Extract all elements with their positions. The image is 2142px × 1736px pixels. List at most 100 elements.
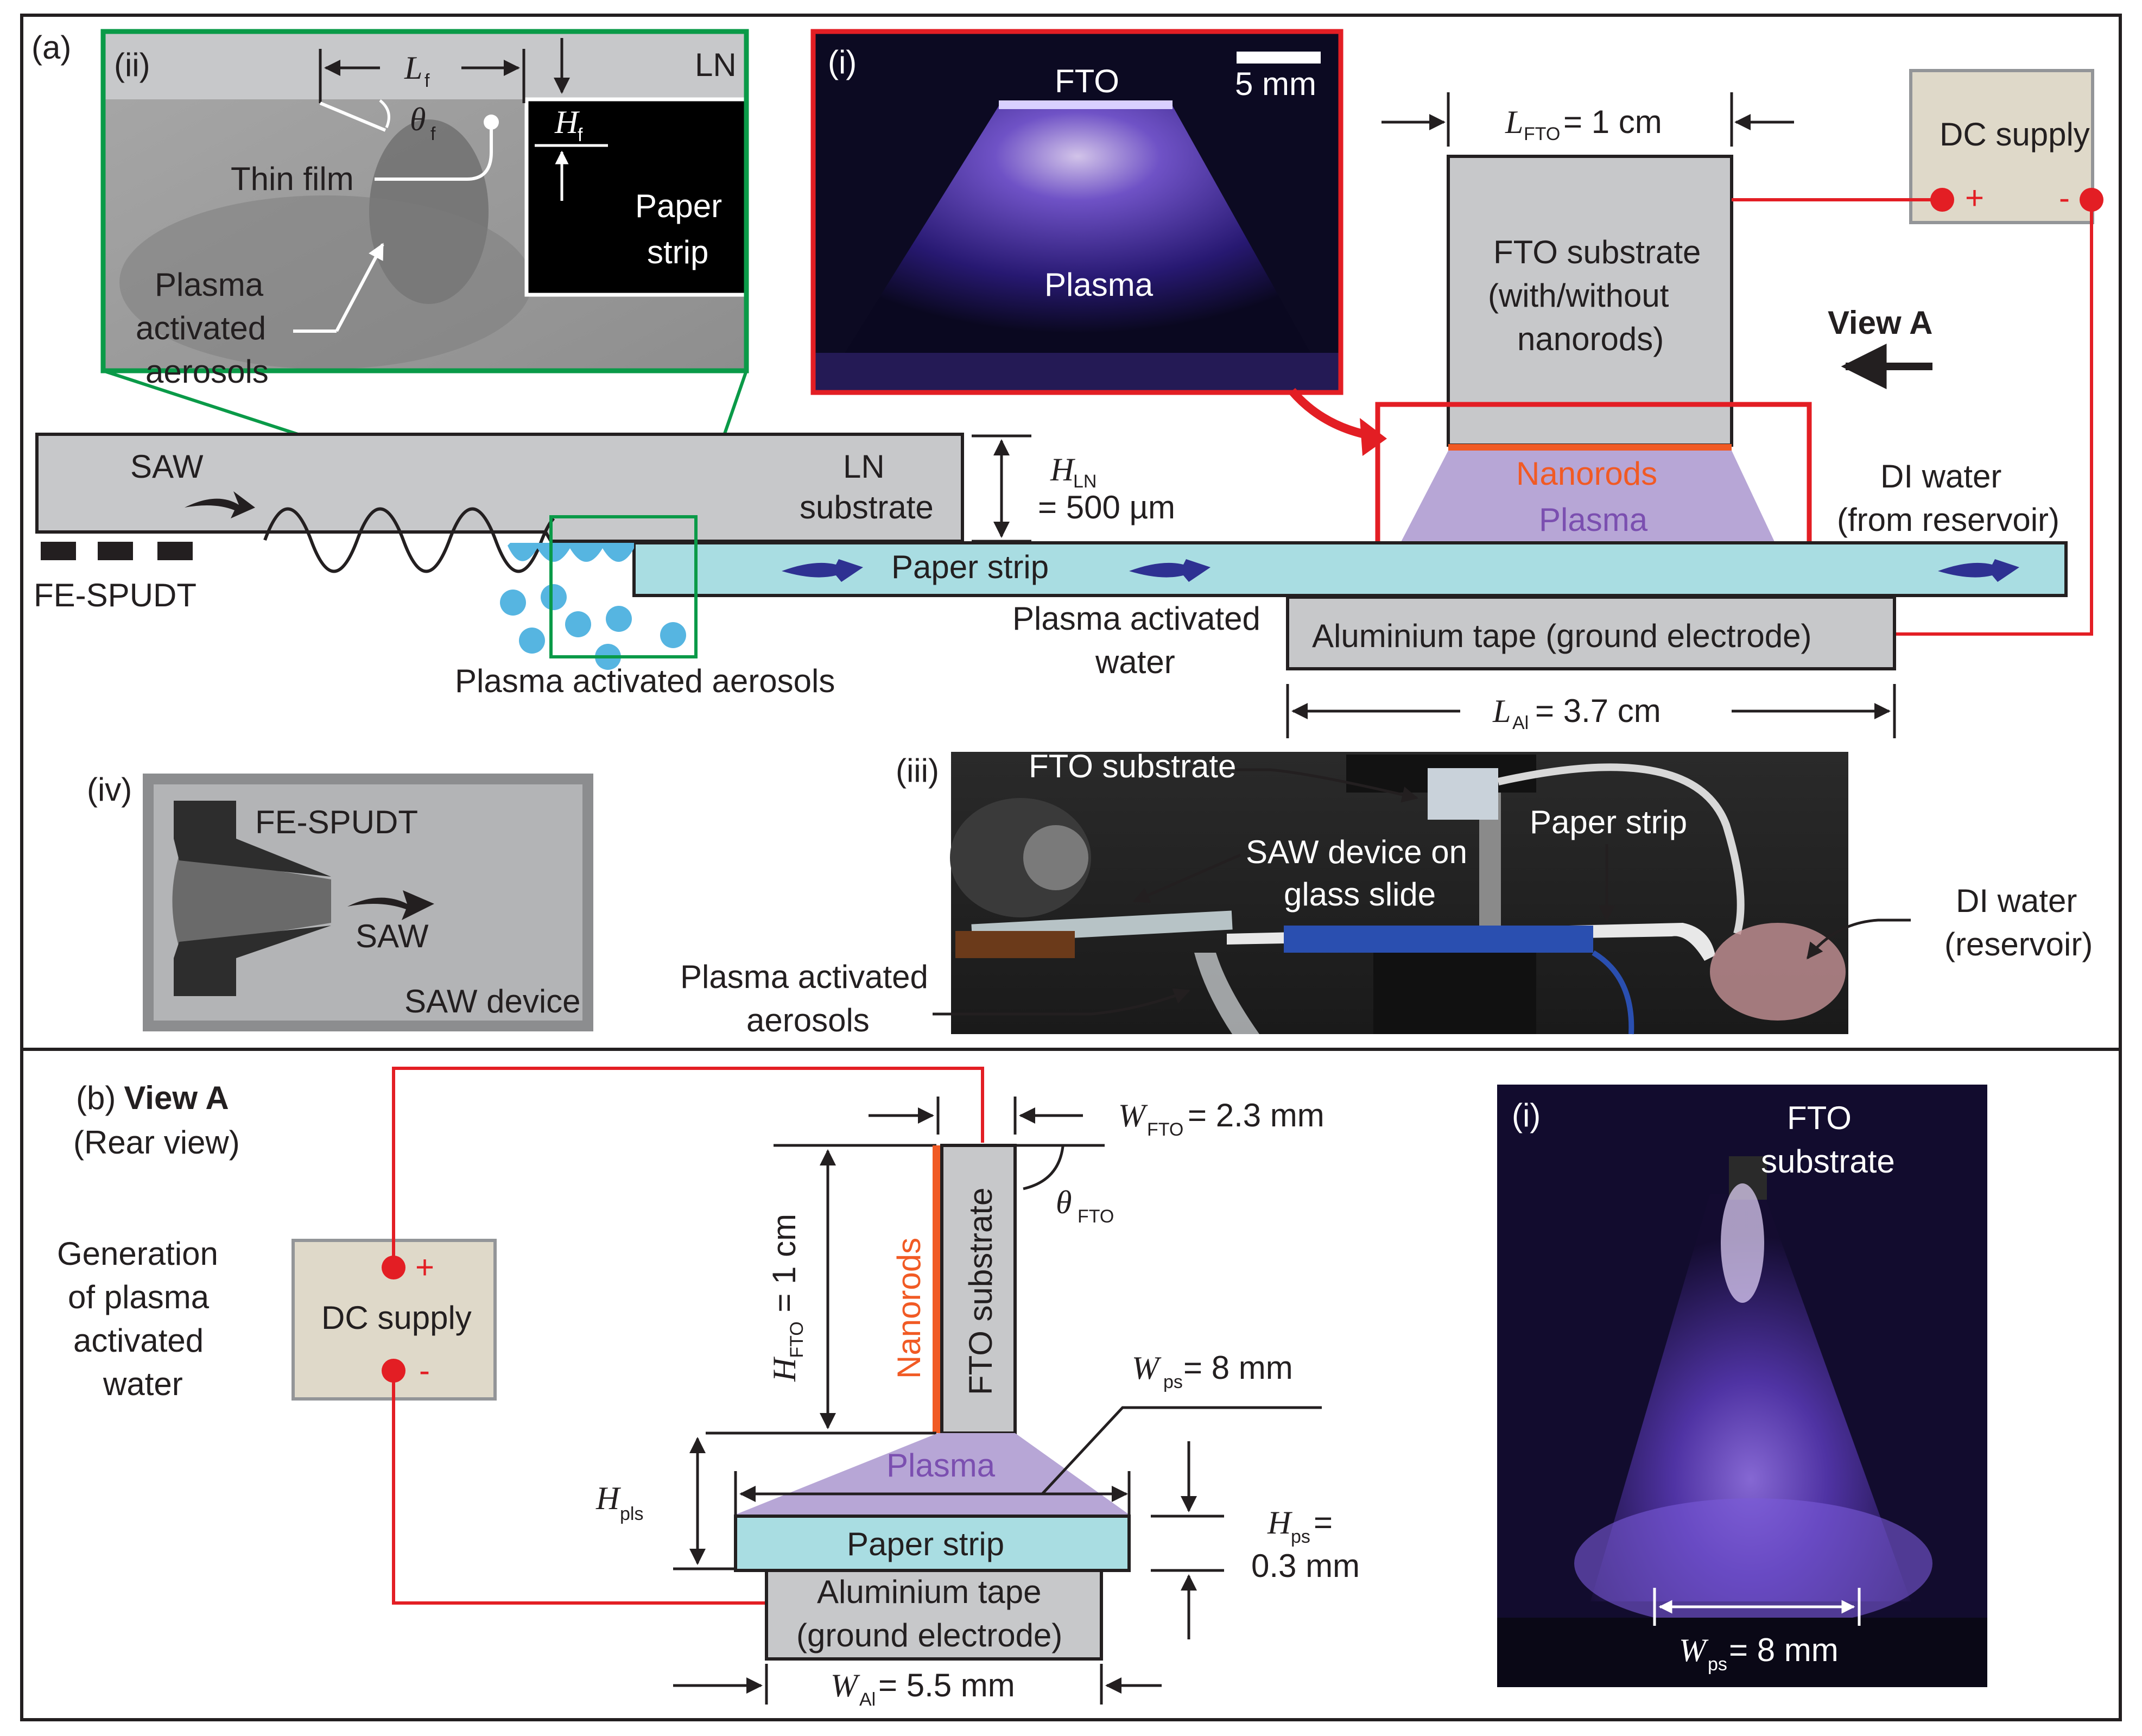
inset-iii-lens — [1023, 825, 1088, 890]
inset-ii-aerosol-label-2: activated — [136, 310, 266, 346]
fto-b-nanorods — [933, 1145, 940, 1433]
inset-iii: (iii) FTO substrate SAW device on glass … — [896, 748, 1911, 1035]
w-ps-b-value: = 8 mm — [1183, 1349, 1293, 1386]
generation-label-3: activated — [73, 1322, 204, 1359]
h-ln-value: = 500 µm — [1038, 489, 1175, 525]
inset-iii-fto-label: FTO substrate — [1029, 748, 1236, 784]
inset-ii-frame — [100, 29, 749, 373]
aerosol-drop-1 — [500, 590, 526, 616]
l-al-sub: Al — [1512, 713, 1529, 733]
h-fto-label: HFTO = 1 cm — [766, 1214, 807, 1382]
inset-ii-ln: LN — [695, 47, 737, 83]
inset-i-scale-bar — [1237, 52, 1321, 64]
aluminium-tape-b — [765, 1569, 1103, 1661]
generation-label-1: Generation — [57, 1236, 218, 1272]
inset-i-plasma-label: Plasma — [1044, 267, 1154, 303]
saw-direction-arrow — [185, 491, 255, 518]
inset-ii-aerosol-label-1: Plasma — [155, 267, 264, 303]
inset-iv-idt-fingers — [172, 855, 331, 947]
inset-iii-saw-leader — [1133, 853, 1241, 903]
aerosol-drop-3 — [519, 628, 545, 654]
l-al-symbol: L — [1492, 693, 1511, 729]
fto-substrate-label-1: FTO substrate — [1493, 234, 1701, 270]
inset-iii-water-leader — [1807, 918, 1911, 960]
aerosol-drop-4 — [565, 611, 591, 637]
inset-b-i: (i) FTO substrate W ps = 8 mm — [1497, 1085, 1987, 1687]
nanorods-label: Nanorods — [1516, 455, 1657, 492]
nanorods-b-label: Nanorods — [891, 1238, 927, 1379]
inset-iii-di-water-1: DI water — [1956, 883, 2077, 919]
wire-b-negative — [392, 1371, 766, 1605]
inset-ii-hf-sub: f — [578, 125, 583, 145]
inset-ii-theta-symbol: θ — [410, 102, 426, 137]
w-al-sub: Al — [859, 1689, 876, 1710]
pa-water-label-2: water — [1095, 644, 1175, 680]
dc-b-label: DC supply — [321, 1300, 472, 1336]
l-fto-sub: FTO — [1524, 124, 1560, 144]
aluminium-tape — [1286, 595, 1896, 670]
fto-b-substrate — [940, 1144, 1017, 1435]
inset-iii-blue-tape — [1284, 926, 1593, 953]
inset-iv-pad-top — [174, 801, 236, 839]
aluminium-tape-label: Aluminium tape (ground electrode) — [1312, 618, 1811, 654]
inset-ii-lf-symbol: L — [404, 50, 422, 86]
fto-substrate-label-3: nanorods) — [1517, 321, 1664, 357]
inset-iii-saw-device-1: SAW device on — [1246, 834, 1467, 870]
fe-spudt-electrode-1 — [41, 542, 76, 560]
theta-fto-symbol: θ — [1056, 1184, 1072, 1220]
inset-iii-aerosol-mist — [1194, 953, 1259, 1034]
w-fto-sub: FTO — [1147, 1119, 1183, 1140]
zoom-region-box — [549, 515, 698, 658]
inset-iv-bus-bottom — [174, 926, 331, 958]
inset-iii-saw-base — [955, 931, 1075, 958]
inset-i-frame — [810, 29, 1343, 395]
di-water-label-1: DI water — [1880, 458, 2001, 495]
inset-b-i-plasma-base — [1574, 1498, 1932, 1629]
paper-strip-b — [734, 1515, 1131, 1572]
inset-iii-aerosols-2: aerosols — [746, 1002, 870, 1038]
h-ps-sub: ps — [1291, 1526, 1310, 1547]
fto-substrate-label-2: (with/without — [1488, 277, 1669, 314]
aerosol-drop-2 — [541, 584, 567, 610]
w-fto-value: = 2.3 mm — [1188, 1097, 1325, 1133]
theta-fto-sub: FTO — [1078, 1206, 1114, 1227]
inset-b-i-floor — [1497, 1618, 1987, 1687]
flow-arrow-3 — [1938, 559, 2019, 582]
inset-ii-paper-label-2: strip — [647, 234, 708, 270]
panel-b-label: (b)View A — [76, 1080, 229, 1116]
pa-water-label-1: Plasma activated — [1012, 600, 1260, 637]
inset-iv-pad-bottom — [174, 958, 236, 996]
generation-label-4: water — [103, 1366, 183, 1402]
h-ps-symbol: H — [1267, 1505, 1293, 1541]
l-al-value: = 3.7 cm — [1535, 693, 1661, 729]
paper-strip-label: Paper strip — [891, 549, 1049, 585]
inset-i-pointer-head — [1360, 418, 1387, 456]
inset-i: (i) FTO 5 mm Plasma — [810, 29, 1343, 395]
aluminium-b-label-1: Aluminium tape — [817, 1574, 1042, 1610]
inset-iii-paper-label: Paper strip — [1530, 804, 1687, 840]
inset-i-floor — [814, 353, 1340, 391]
dc-b-plus-sign: + — [415, 1249, 434, 1285]
h-pls-symbol: H — [595, 1480, 622, 1516]
inset-iii-stage-block — [1373, 953, 1536, 1034]
pa-aerosols-label: Plasma activated aerosols — [455, 663, 835, 699]
inset-ii-aerosol-arrow — [335, 243, 384, 332]
saw-label: SAW — [130, 448, 204, 485]
w-ps-b-sub: ps — [1163, 1372, 1183, 1392]
flow-arrow-2 — [1129, 559, 1211, 582]
h-ps-value: 0.3 mm — [1251, 1548, 1360, 1584]
inset-b-i-fto-2: substrate — [1761, 1143, 1895, 1180]
inset-b-i-w-symbol: W — [1679, 1632, 1709, 1668]
panel-a-label: (a) — [31, 29, 71, 66]
outer-frame — [20, 14, 2122, 1721]
generation-label-2: of plasma — [68, 1279, 210, 1315]
inset-ii-lf-sub: f — [424, 71, 430, 91]
fe-spudt-electrode-2 — [98, 542, 133, 560]
fe-spudt-electrode-3 — [157, 542, 193, 560]
inset-iii-wire — [1592, 950, 1634, 1035]
inset-iii-fto-glass — [1428, 768, 1498, 820]
inset-iii-fto-leader — [1235, 768, 1418, 803]
panel-b-letter: (b) — [76, 1080, 116, 1116]
inset-iii-saw-device-2: glass slide — [1284, 876, 1436, 913]
h-ln-symbol: H — [1050, 452, 1076, 487]
